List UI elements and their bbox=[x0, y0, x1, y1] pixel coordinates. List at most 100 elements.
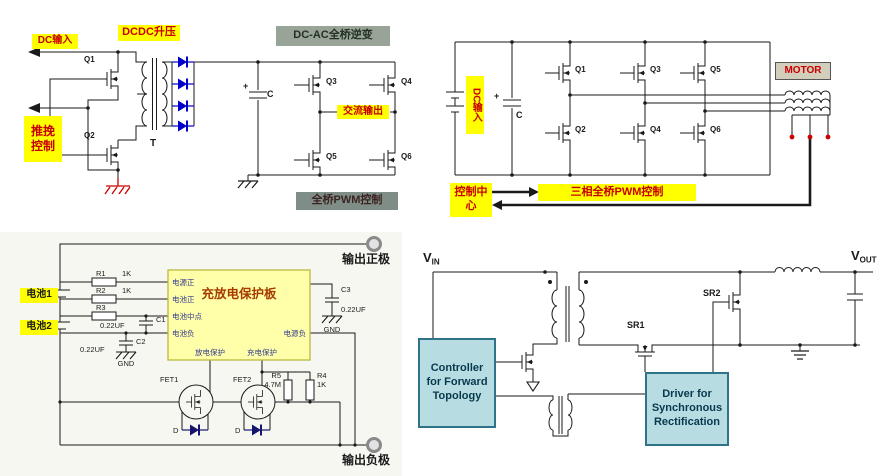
q2-label: Q2 bbox=[575, 125, 586, 134]
main-switch-mosfet bbox=[514, 346, 534, 378]
gnd-label-2: GND bbox=[324, 325, 341, 334]
output-positive-terminal bbox=[366, 236, 382, 252]
q5-label: Q5 bbox=[710, 65, 721, 74]
q3-label: Q3 bbox=[326, 77, 337, 86]
inverter-dcdc-boost-label: DCDC升压 bbox=[118, 25, 180, 41]
inverter-ac-output-label: 交流输出 bbox=[337, 105, 389, 119]
mosfet-q5 bbox=[301, 144, 321, 176]
mosfet-q5 bbox=[686, 57, 706, 89]
q4-label: Q4 bbox=[401, 77, 412, 86]
c2-value: 0.22UF bbox=[80, 345, 105, 354]
transformer-label: T bbox=[150, 138, 156, 149]
sync-rect-circuit-svg: VIN VOUT SR1 SR2 bbox=[423, 248, 877, 437]
vout-label: VOUT bbox=[851, 248, 877, 265]
battery-protection-circuit-svg: 充放电保护板 电源正 电池正 电池中点 电池负 放电保护 充电保护 电源负 R1… bbox=[0, 232, 402, 476]
sr1-label: SR1 bbox=[627, 320, 645, 330]
c2-label: C2 bbox=[136, 337, 146, 346]
mosfet-q3 bbox=[626, 57, 646, 89]
input-arrows bbox=[28, 47, 40, 113]
battery bbox=[446, 91, 464, 113]
ground-hatched bbox=[237, 180, 259, 189]
battery1-label: 电池1 bbox=[20, 288, 58, 303]
feedback-line bbox=[492, 138, 812, 210]
inverter-dc-input-label: DC输入 bbox=[32, 34, 78, 49]
output-capacitor bbox=[847, 293, 863, 301]
inverter-triangle bbox=[525, 381, 541, 392]
mosfet-q2 bbox=[551, 117, 571, 149]
d2-label: D bbox=[235, 426, 241, 435]
q4-label: Q4 bbox=[650, 125, 661, 134]
cap-plus: + bbox=[494, 91, 499, 101]
d1-label: D bbox=[173, 426, 179, 435]
pin-charge-protect: 充电保护 bbox=[247, 347, 277, 357]
battery2-label: 电池2 bbox=[20, 320, 58, 335]
fet1-label: FET1 bbox=[160, 375, 178, 384]
motor-label: MOTOR bbox=[775, 62, 831, 80]
r5-label: R5 bbox=[271, 371, 281, 380]
wiring bbox=[40, 51, 396, 181]
junction-dots bbox=[510, 40, 831, 177]
sync-rect-driver-box: Driver for Synchronous Rectification bbox=[645, 372, 729, 446]
capacitors bbox=[119, 297, 339, 346]
r3-label: R3 bbox=[96, 303, 106, 312]
motor-drive-circuit-svg: + C Q1 Q2 Q3 Q4 Q5 Q6 bbox=[446, 40, 831, 210]
protection-board: 充放电保护板 电源正 电池正 电池中点 电池负 放电保护 充电保护 电源负 bbox=[167, 269, 311, 361]
motor-windings bbox=[784, 90, 831, 112]
r5-value: 4.7M bbox=[264, 380, 281, 389]
output-positive-label: 输出正极 bbox=[342, 251, 391, 266]
cap-label: C bbox=[516, 110, 523, 120]
pin-batt-pos: 电池正 bbox=[172, 294, 195, 304]
board-title: 充放电保护板 bbox=[201, 286, 277, 301]
mosfet-q4 bbox=[626, 117, 646, 149]
protection-fet2 bbox=[240, 384, 276, 420]
pin-discharge-protect: 放电保护 bbox=[195, 347, 225, 357]
three-phase-pwm-label: 三相全桥PWM控制 bbox=[538, 184, 696, 201]
mosfet-q1 bbox=[99, 63, 119, 95]
q3-label: Q3 bbox=[650, 65, 661, 74]
fet2-label: FET2 bbox=[233, 375, 251, 384]
junction-dots bbox=[86, 50, 397, 177]
forward-controller-box: Controller for Forward Topology bbox=[418, 338, 496, 428]
protection-fet1 bbox=[178, 384, 214, 420]
wiring bbox=[432, 271, 873, 437]
output-inductor bbox=[774, 267, 821, 273]
pin-batt-neg: 电池负 bbox=[172, 328, 195, 338]
dc-link-capacitor: + C bbox=[243, 81, 274, 99]
junction-dots bbox=[543, 270, 857, 347]
inverter-dcac-bridge-label: DC-AC全桥逆变 bbox=[276, 26, 390, 46]
gate-drive-transformer bbox=[548, 396, 573, 434]
control-center-label: 控制中心 bbox=[450, 183, 492, 217]
r2-value: 1K bbox=[122, 286, 131, 295]
main-transformer bbox=[548, 280, 588, 342]
resistors bbox=[91, 277, 315, 401]
sr2-mosfet bbox=[721, 286, 741, 318]
control-arrow bbox=[492, 187, 539, 197]
output-terminals bbox=[366, 236, 382, 453]
mosfet-q3 bbox=[301, 69, 321, 101]
cap-plus: + bbox=[243, 81, 248, 91]
sr1-mosfet bbox=[629, 344, 661, 364]
q1-label: Q1 bbox=[575, 65, 586, 74]
c1-label: C1 bbox=[156, 315, 166, 324]
inverter-pushpull-control-label: 推挽控制 bbox=[24, 116, 62, 162]
vin-label: VIN bbox=[423, 250, 440, 267]
mosfet-q4 bbox=[376, 69, 396, 101]
r2-label: R2 bbox=[96, 286, 106, 295]
earth-ground bbox=[790, 350, 810, 360]
rectifier-diodes bbox=[171, 55, 195, 133]
q6-label: Q6 bbox=[401, 152, 412, 161]
r1-label: R1 bbox=[96, 269, 106, 278]
mosfet-q6 bbox=[686, 117, 706, 149]
output-negative-terminal bbox=[366, 437, 382, 453]
gnd-label-1: GND bbox=[118, 359, 135, 368]
bus-capacitor: + C bbox=[494, 91, 523, 120]
c3-label: C3 bbox=[341, 285, 351, 294]
r4-value: 1K bbox=[317, 380, 326, 389]
q5-label: Q5 bbox=[326, 152, 337, 161]
pin-power-pos: 电源正 bbox=[172, 277, 195, 287]
r1-value: 1K bbox=[122, 269, 131, 278]
sr2-label: SR2 bbox=[703, 288, 721, 298]
wiring bbox=[59, 243, 367, 446]
c3-value: 0.22UF bbox=[341, 305, 366, 314]
